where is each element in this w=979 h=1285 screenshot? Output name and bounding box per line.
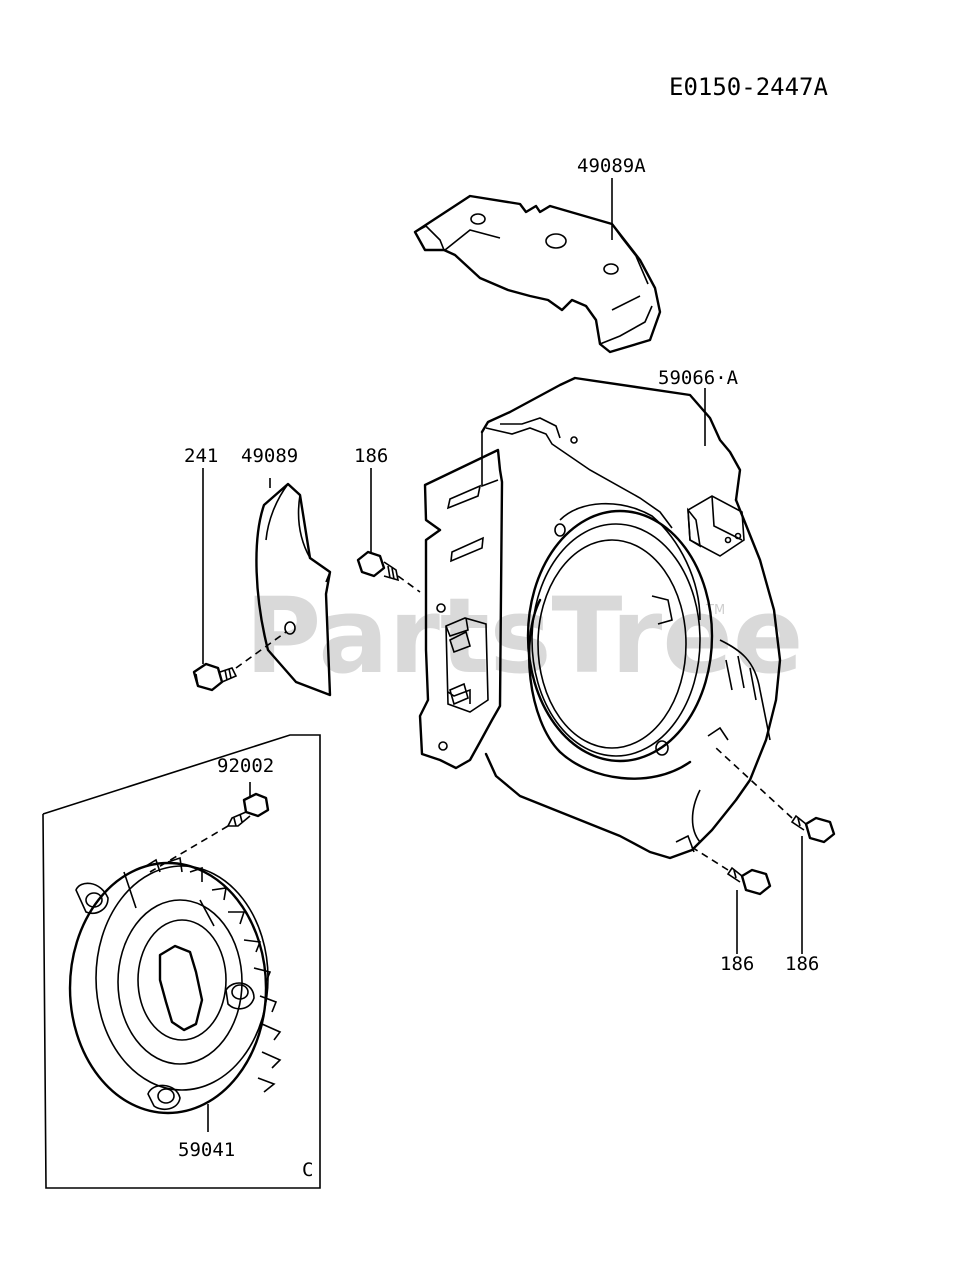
watermark: PartsTree — [245, 575, 803, 697]
bolt-186-left — [356, 550, 400, 582]
label-59041: 59041 — [178, 1139, 235, 1161]
label-59066A: 59066·A — [658, 367, 739, 389]
axis-186-bottom-middle — [689, 845, 729, 871]
bolt-186-bottom-right — [790, 814, 836, 844]
label-186-left: 186 — [354, 445, 388, 467]
fan-59041 — [68, 856, 282, 1115]
label-186-bottom-right: 186 — [785, 953, 819, 975]
axis-186-bottom-right — [715, 747, 793, 819]
drawing-code: E0150-2447A — [669, 73, 828, 101]
label-186-bottom-middle: 186 — [720, 953, 754, 975]
bolt-92002 — [226, 792, 270, 827]
label-92002: 92002 — [217, 755, 274, 777]
group-letter: C — [302, 1159, 313, 1181]
bolt-241 — [192, 662, 238, 692]
bolt-186-bottom-middle — [726, 866, 772, 896]
shroud-59066A — [418, 376, 782, 860]
label-49089: 49089 — [241, 445, 298, 467]
label-241: 241 — [184, 445, 218, 467]
bracket-49089A — [413, 194, 662, 354]
axis-186-left — [397, 575, 421, 593]
axis-241 — [235, 631, 287, 669]
shield-49089 — [255, 482, 332, 697]
label-49089A: 49089A — [577, 155, 646, 177]
group-box — [42, 734, 321, 1189]
